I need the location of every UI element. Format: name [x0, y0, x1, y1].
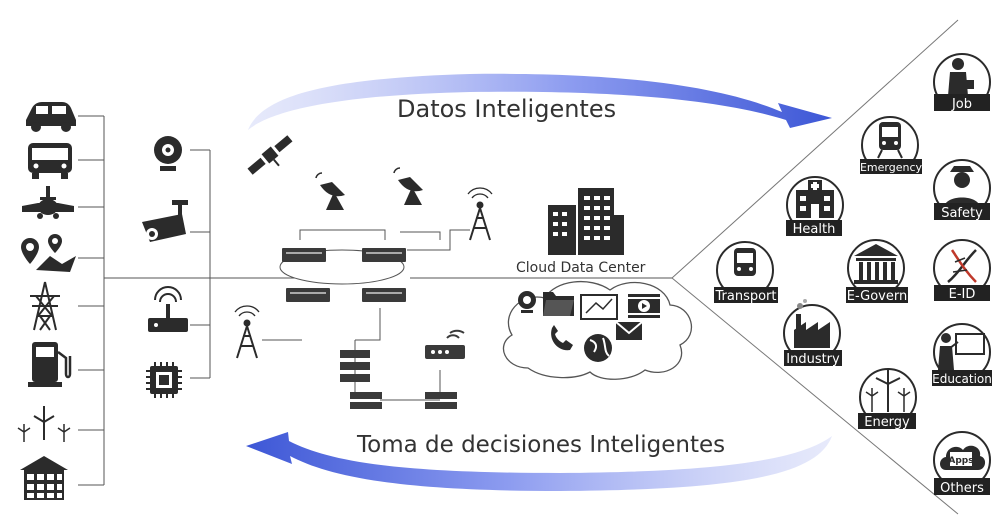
app-badge-health: Health [786, 176, 844, 237]
app-badge-safety: Safety [933, 159, 991, 221]
switch-top-right [362, 248, 406, 262]
factory-icon [794, 299, 830, 348]
app-label-job: Job [951, 97, 972, 112]
bottom-flow-label: Toma de decisiones Inteligentes [357, 432, 726, 458]
servers [340, 329, 465, 409]
app-label-industry: Industry [786, 352, 840, 367]
top-flow-arrow [248, 73, 832, 130]
app-label-transport: Transport [714, 289, 776, 304]
cloud-label: Cloud Data Center [516, 260, 646, 276]
app-badge-emergency: Emergency [860, 116, 923, 174]
mail-icon [615, 321, 643, 340]
apps-cloud-icon: Apps [940, 445, 986, 470]
bottom-flow-arrow [246, 432, 832, 491]
radio-tower-left-icon [234, 305, 260, 359]
network-links [262, 229, 470, 401]
building-grid-icon [20, 456, 68, 500]
app-label-egov: E-Govern [847, 289, 907, 304]
app-badge-others: Apps Others [933, 431, 991, 496]
satellite-icon [247, 135, 293, 175]
security-camera-icon [142, 200, 188, 242]
train-icon [877, 122, 903, 159]
app-badge-eid: E-ID [933, 239, 991, 302]
train-icon [734, 248, 756, 276]
app-badge-egov: E-Govern [846, 239, 908, 304]
webcam-small-icon [518, 291, 536, 313]
modem-device [425, 329, 465, 359]
folder-icon [543, 292, 574, 316]
teacher-icon [938, 333, 985, 370]
app-badge-job: Job [933, 53, 991, 112]
app-label-safety: Safety [941, 206, 983, 221]
app-label-eid: E-ID [949, 287, 976, 302]
source-bus [78, 115, 672, 486]
server-rack-bottom-left [350, 392, 382, 409]
video-icon [628, 294, 660, 318]
app-label-energy: Energy [864, 415, 910, 430]
app-label-others: Others [940, 481, 984, 496]
app-label-emergency: Emergency [860, 161, 923, 174]
bus-icon [28, 143, 72, 179]
job-icon [948, 58, 974, 96]
application-fan [671, 19, 959, 515]
chip-icon [146, 362, 182, 398]
phone-icon [551, 325, 573, 351]
server-rack-left [340, 350, 370, 382]
globe-icon [584, 334, 612, 362]
power-tower-icon [30, 281, 60, 331]
data-center-building-icon [548, 188, 624, 255]
fuel-pump-icon [28, 342, 72, 387]
cloud-services [518, 291, 660, 362]
top-flow-label: Datos Inteligentes [397, 95, 617, 123]
switch-bottom-left [286, 288, 330, 302]
webcam-icon [154, 136, 182, 171]
map-icon [580, 294, 618, 320]
switch-top-left [282, 248, 326, 262]
satellite-dish-right-icon [393, 167, 423, 205]
hospital-icon [796, 180, 834, 218]
airplane-icon [22, 186, 74, 219]
apps-badge-text: Apps [948, 456, 973, 466]
switch-bottom-right [362, 288, 406, 302]
government-icon [854, 244, 898, 284]
dna-icon [947, 249, 977, 283]
wind-turbine-icon [17, 406, 71, 442]
satellite-dish-left-icon [315, 172, 345, 210]
app-badge-energy: Energy [858, 368, 917, 430]
radio-tower-right-icon [467, 187, 493, 241]
network-switches [282, 248, 406, 302]
server-rack-bottom-right [425, 392, 457, 409]
app-badge-education: Education [932, 323, 992, 386]
app-label-health: Health [793, 222, 836, 237]
app-badge-transport: Transport [714, 241, 778, 304]
car-icon [26, 102, 76, 132]
app-badge-industry: Industry [783, 299, 842, 367]
app-label-education: Education [932, 372, 992, 386]
wifi-router-icon [148, 286, 188, 332]
wind-turbine-icon [865, 370, 911, 412]
map-location-icon [21, 234, 76, 272]
